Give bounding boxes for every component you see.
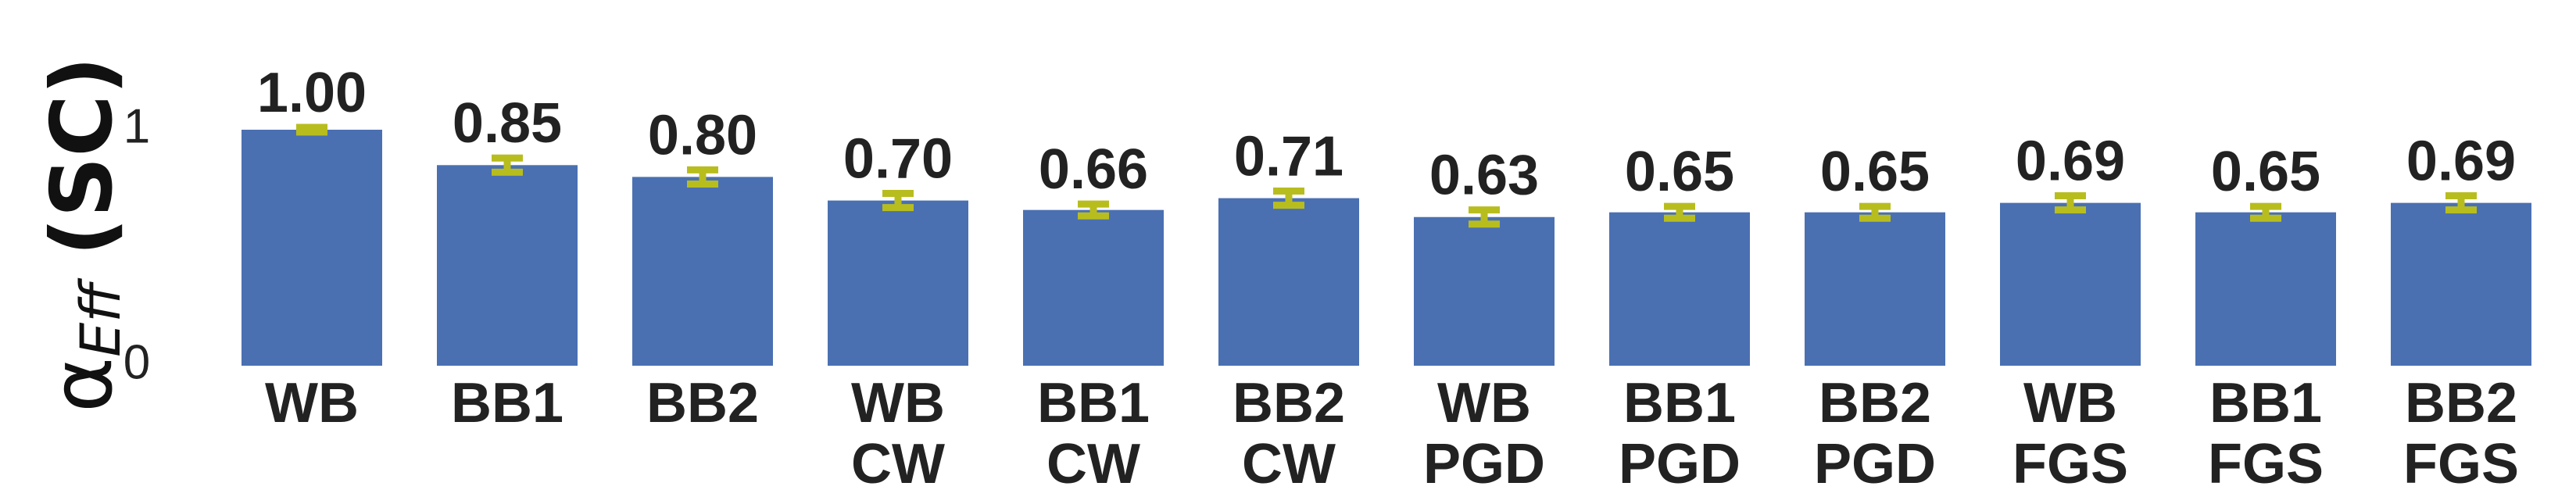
- category-label: PGD: [1814, 433, 1936, 495]
- error-bar: [2445, 192, 2477, 214]
- y-tick-label: 1: [123, 99, 150, 153]
- category-label: WB: [851, 372, 945, 434]
- category-label: BB1: [2209, 372, 2322, 434]
- y-axis-label-suffix: (SC): [34, 56, 131, 256]
- error-bar: [687, 166, 718, 188]
- bar: [1218, 198, 1359, 366]
- error-bars-group: [296, 123, 2477, 228]
- value-label: 0.71: [1234, 126, 1343, 188]
- category-label: PGD: [1423, 433, 1545, 495]
- value-label: 0.80: [648, 104, 757, 166]
- value-label: 0.69: [2406, 131, 2516, 193]
- category-label: BB2: [1819, 372, 1931, 434]
- value-label: 0.85: [453, 92, 562, 155]
- category-label: BB1: [1037, 372, 1150, 434]
- bar: [1414, 216, 1555, 366]
- bar: [1023, 209, 1164, 366]
- y-axis-ticks: 01: [123, 99, 150, 389]
- error-bar: [296, 123, 327, 136]
- category-label: FGS: [2012, 433, 2128, 495]
- category-label: BB2: [646, 372, 759, 434]
- error-bar: [1078, 200, 1109, 220]
- category-label: WB: [1437, 372, 1531, 434]
- category-label: CW: [851, 433, 945, 495]
- category-label: BB2: [2405, 372, 2517, 434]
- category-label: CW: [1046, 433, 1140, 495]
- category-label: BB2: [1233, 372, 1345, 434]
- category-label: FGS: [2208, 433, 2324, 495]
- error-bar: [1859, 202, 1891, 222]
- value-label: 0.65: [1820, 141, 1930, 203]
- error-bar: [1273, 188, 1304, 209]
- value-label: 0.69: [2016, 131, 2125, 193]
- value-label: 0.65: [2211, 141, 2320, 203]
- value-label: 0.65: [1625, 141, 1734, 203]
- bar: [828, 200, 968, 366]
- error-bar: [492, 154, 523, 176]
- category-label: CW: [1242, 433, 1336, 495]
- category-label: BB1: [1623, 372, 1736, 434]
- bar: [1609, 212, 1750, 366]
- category-label: BB1: [451, 372, 564, 434]
- bar: [242, 130, 382, 366]
- category-label: PGD: [1619, 433, 1741, 495]
- bar: [2391, 202, 2531, 366]
- bar: [2195, 212, 2336, 366]
- bar: [2000, 202, 2141, 366]
- value-label: 0.70: [843, 128, 953, 191]
- value-label: 1.00: [257, 62, 367, 124]
- error-bar: [2250, 202, 2281, 222]
- category-label: WB: [265, 372, 359, 434]
- error-bar: [2055, 192, 2086, 214]
- error-bar: [1469, 206, 1500, 228]
- error-bar: [1664, 202, 1695, 222]
- bar: [632, 177, 773, 366]
- value-label: 0.66: [1039, 138, 1148, 201]
- bar: [1805, 212, 1945, 366]
- y-axis-label-symbol: α: [34, 357, 131, 413]
- category-label: WB: [2023, 372, 2117, 434]
- value-labels-group: 1.00 0.85 0.80 0.70 0.66 0.71 0.63 0.65 0.65 0.69…: [257, 62, 2516, 207]
- y-tick-label: 0: [123, 335, 150, 389]
- y-axis-label-subscript: Eff: [69, 277, 133, 357]
- category-label: FGS: [2403, 433, 2519, 495]
- bars-group: [242, 130, 2531, 366]
- bar: [437, 165, 578, 366]
- y-axis-label: αEff (SC): [34, 56, 133, 413]
- error-bar: [882, 190, 914, 212]
- value-label: 0.63: [1429, 145, 1539, 207]
